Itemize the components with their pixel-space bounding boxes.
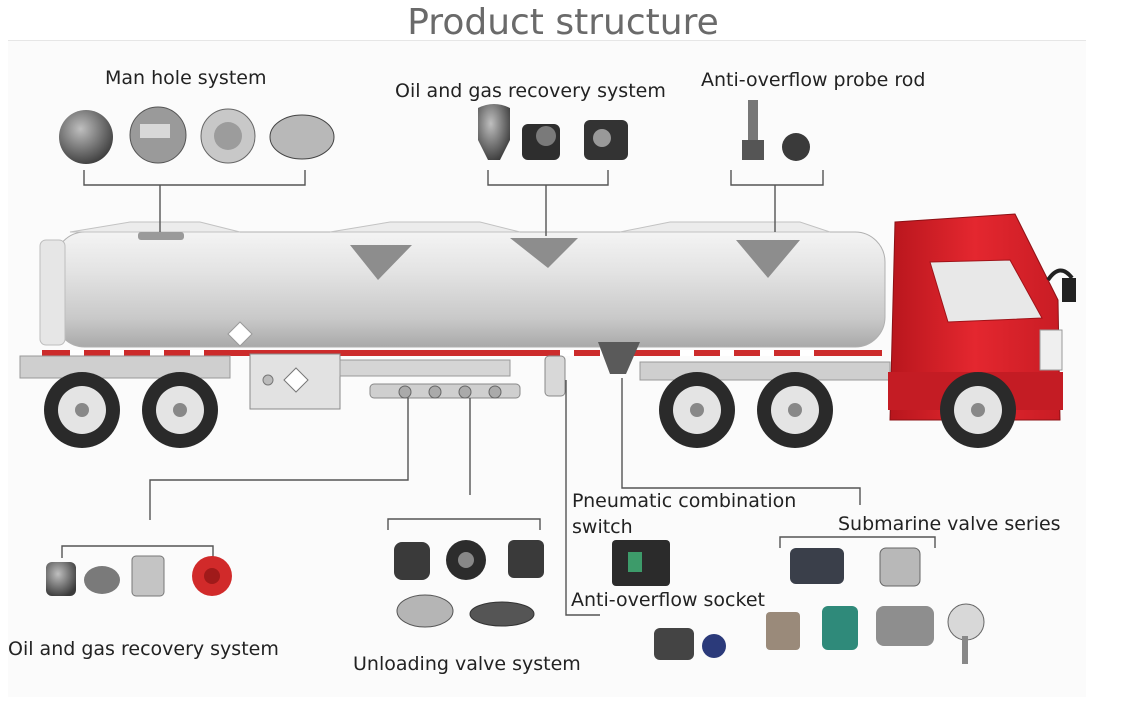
gasket-icon	[469, 601, 535, 627]
submarine-valve-1-icon	[790, 548, 844, 584]
page-title: Product structure	[407, 2, 719, 43]
probe-rod-icon	[748, 100, 758, 146]
label-submarine-valve-series: Submarine valve series	[838, 513, 1061, 535]
unloading-valve-3-icon	[508, 540, 544, 578]
vapor-valve-icon	[478, 104, 510, 160]
pneumatic-parts	[612, 540, 670, 586]
tank-body	[39, 221, 886, 356]
manhole-lid-icon	[59, 110, 113, 164]
cam-lock-icon	[131, 555, 165, 597]
manhole-vent-icon	[269, 114, 335, 160]
label-pneumatic-combination: Pneumatic combination	[572, 490, 797, 512]
submarine-valve-4-icon	[822, 606, 858, 650]
unloading-parts	[394, 540, 544, 628]
submarine-valve-6-icon	[947, 603, 985, 641]
label-oil-gas-recovery-bottom: Oil and gas recovery system	[8, 638, 279, 660]
submarine-valve-3-icon	[766, 612, 800, 650]
oil-gas-bottom-parts	[46, 555, 232, 597]
manhole-parts	[59, 106, 335, 164]
coupling-icon	[46, 562, 76, 596]
unloading-valve-icon	[394, 542, 430, 580]
dust-cap-icon	[396, 594, 454, 628]
overflow-socket-icon	[654, 628, 694, 660]
connector-lines	[61, 170, 936, 616]
adaptor-icon	[84, 566, 120, 594]
probe-head-icon	[782, 133, 810, 161]
label-man-hole-system: Man hole system	[105, 67, 267, 89]
label-anti-overflow-probe-rod: Anti-overflow probe rod	[701, 69, 926, 91]
probe-parts	[742, 100, 810, 161]
wheels	[44, 372, 1016, 448]
label-unloading-valve-system: Unloading valve system	[353, 653, 581, 675]
oil-gas-top-parts	[478, 104, 628, 160]
label-pneumatic-switch: switch	[572, 516, 633, 538]
submarine-valve-2-icon	[879, 547, 921, 587]
socket-parts	[654, 628, 726, 660]
submarine-parts	[766, 547, 985, 664]
label-anti-overflow-socket: Anti-overflow socket	[571, 589, 765, 611]
submarine-valve-5-icon	[876, 606, 934, 646]
label-oil-gas-recovery-top: Oil and gas recovery system	[395, 80, 666, 102]
